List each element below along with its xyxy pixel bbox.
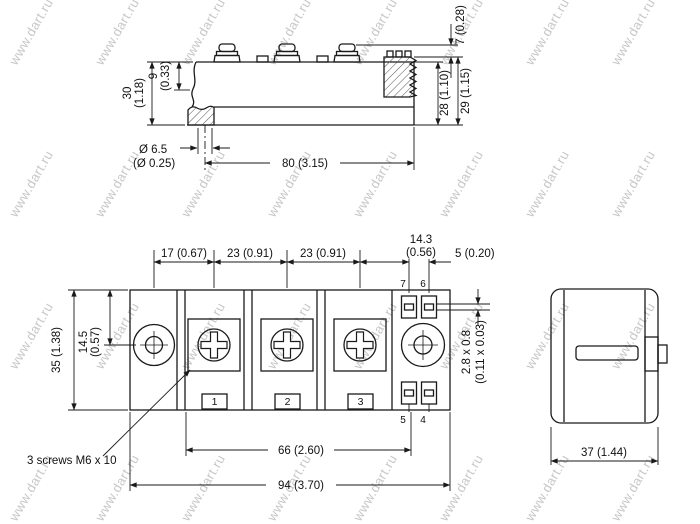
terminal-stud-3 [333, 43, 361, 63]
block-tooth-2 [395, 50, 403, 58]
dim-28-label: 28 (1.10) [439, 70, 451, 116]
terminal-label-box-1 [201, 393, 228, 410]
end-view [550, 288, 668, 424]
dim-9-in-label: (0.33) [160, 61, 172, 91]
dim-9-mm-label: 9 [148, 73, 160, 79]
terminal-4-label: 4 [420, 415, 426, 426]
dim-23b-label: 23 (0.91) [300, 248, 346, 260]
faston-terminal-7 [400, 295, 418, 319]
dim-14-5-in-label: (0.57) [90, 327, 102, 357]
side-view-dimension-labels: 30 (1.18) 9 (0.33) 7 (0.28) 28 (1.10) 29… [122, 5, 472, 170]
screw-terminal-1 [197, 328, 231, 362]
tab-mm-label: 2.8 x 0.8 [461, 330, 473, 374]
terminal-1-label: 1 [212, 396, 218, 408]
clamp-plate-1 [187, 318, 241, 372]
dim-30-mm-label: 30 [122, 87, 134, 100]
terminal-label-box-3 [347, 393, 374, 410]
mounting-hole-right [400, 322, 446, 368]
terminal-7-label: 7 [400, 279, 406, 290]
plan-view-dimensions [68, 250, 490, 491]
tab-in-label: (0.11 x 0.03) [475, 320, 487, 384]
section-dividers [176, 290, 393, 410]
dim-80-label: 80 (3.15) [282, 158, 328, 170]
side-view [187, 43, 418, 126]
dim-66-label: 66 (2.60) [278, 445, 324, 457]
clamp-plate-3 [333, 318, 387, 372]
faston-terminal-5 [400, 381, 418, 405]
dim-94-label: 94 (3.70) [278, 480, 324, 492]
terminal-stud-2 [273, 43, 301, 63]
terminal-6-label: 6 [420, 279, 426, 290]
clamp-plate-2 [260, 318, 314, 372]
module-outline [129, 289, 451, 411]
screw-terminal-2 [270, 328, 304, 362]
dim-35-label: 35 (1.38) [51, 327, 63, 373]
dim-29-label: 29 (1.15) [460, 68, 472, 114]
end-terminal-block [644, 336, 659, 372]
dim-14-3-mm-label: 14.3 [410, 234, 432, 246]
dim-14-5-mm-label: 14.5 [78, 331, 90, 353]
top-barrier-2 [316, 55, 329, 63]
screw-terminal-3 [343, 328, 377, 362]
dim-37-label: 37 (1.44) [581, 447, 627, 459]
terminal-3-label: 3 [358, 396, 364, 408]
dim-17-label: 17 (0.67) [161, 248, 207, 260]
faston-terminal-4 [420, 381, 438, 405]
dia-mm-label: Ø 6.5 [139, 144, 167, 156]
terminal-stud-1 [213, 43, 241, 63]
side-body-left-break-edge [191, 61, 197, 108]
screw-note-label: 3 screws M6 x 10 [27, 455, 116, 467]
dim-7-label: 7 (0.28) [455, 5, 467, 45]
plan-view-dimension-labels: 17 (0.67) 23 (0.91) 23 (0.91) 14.3 (0.56… [27, 234, 495, 492]
end-faston-tab [657, 344, 668, 364]
end-view-dimensions [550, 427, 659, 465]
dim-5-label: 5 (0.20) [455, 248, 495, 260]
plan-view [129, 289, 451, 411]
end-outline [550, 288, 659, 424]
end-slot [575, 345, 639, 361]
top-barrier-1 [256, 55, 269, 63]
block-tooth-1 [386, 50, 394, 58]
dim-23a-label: 23 (0.91) [227, 248, 273, 260]
terminal-2-label: 2 [285, 396, 291, 408]
dim-30-in-label: (1.18) [134, 78, 146, 108]
terminal-label-box-2 [274, 393, 301, 410]
dia-in-label: (Ø 0.25) [133, 158, 175, 170]
mounting-hole-left [132, 323, 176, 367]
control-terminal-block-hatched [383, 56, 418, 98]
block-tooth-3 [404, 50, 412, 58]
faston-terminal-6 [420, 295, 438, 319]
terminal-5-label: 5 [400, 415, 406, 426]
dim-14-3-in-label: (0.56) [406, 247, 436, 259]
technical-drawing: 30 (1.18) 9 (0.33) 7 (0.28) 28 (1.10) 29… [27, 5, 668, 492]
side-view-dimensions [147, 24, 463, 170]
side-mounting-tab-hatched [187, 105, 215, 126]
